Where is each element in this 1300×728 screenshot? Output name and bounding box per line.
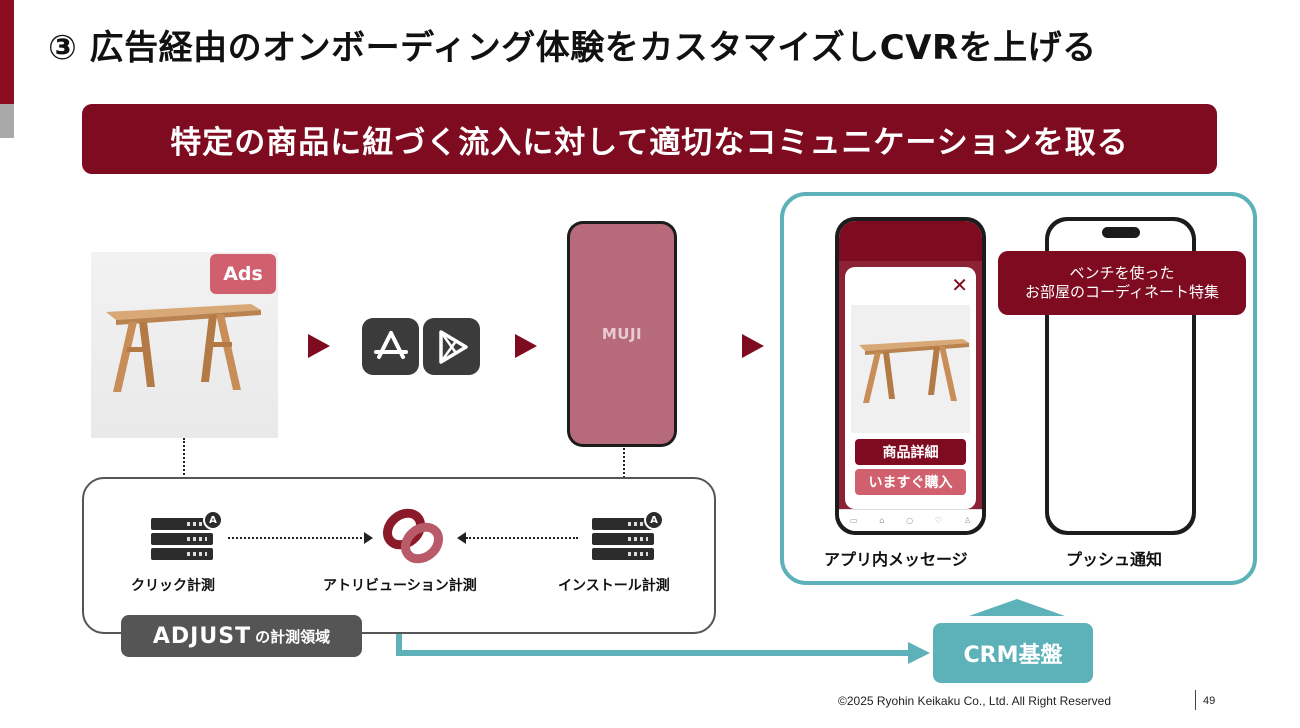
flow-arrow-2 [515,334,537,358]
crm-base-box: CRM基盤 [933,623,1093,683]
app-store-icon [362,318,419,375]
adjust-badge-icon: A [203,510,223,530]
teal-arrow-head [908,642,930,664]
teal-connector-horizontal [396,650,910,656]
bench-illustration [106,304,261,392]
adjust-area-tag: ADJUST の計測領域 [121,615,362,657]
accent-bar [0,0,14,104]
crm-up-arrow [969,599,1065,616]
install-measure-label: インストール計測 [558,578,670,594]
in-app-modal: ✕ 商品詳細 いますぐ購入 [845,267,976,509]
favorite-tab-icon[interactable]: ♡ [934,516,943,525]
google-play-icon [423,318,480,375]
push-line-1: ベンチを使った [1069,263,1175,282]
modal-product-image [851,305,970,433]
install-server-icon: A [592,510,664,562]
search-tab-icon[interactable]: ○ [906,516,914,525]
product-ad-image: Ads [91,252,278,438]
close-icon[interactable]: ✕ [951,273,968,297]
click-measure-label: クリック計測 [131,578,215,594]
dotted-connector-install [623,448,625,502]
dotted-arrow-right [364,532,373,544]
accent-bar-gray [0,104,14,138]
adjust-logo: ADJUST [152,623,252,649]
flow-arrow-1 [308,334,330,358]
dotted-arrow-left [457,532,466,544]
muji-logo: MUJI [601,325,643,343]
flow-arrow-3 [742,334,764,358]
app-tab-bar: ▭ ⌂ ○ ♡ ♙ [839,509,982,531]
copyright: ©2025 Ryohin Keikaku Co., Ltd. All Right… [838,694,1111,708]
push-notification-banner[interactable]: ベンチを使った お部屋のコーディネート特集 [998,251,1246,315]
dotted-connector-right [466,537,578,539]
adjust-badge-icon: A [644,510,664,530]
store-tab-icon[interactable]: ⌂ [879,516,885,525]
footer-separator [1195,690,1196,710]
push-caption: プッシュ通知 [1066,550,1163,569]
account-tab-icon[interactable]: ♙ [963,516,972,525]
in-app-caption: アプリ内メッセージ [824,550,968,569]
dotted-connector-click [183,438,185,502]
home-tab-icon[interactable]: ▭ [849,516,858,525]
product-detail-button[interactable]: 商品詳細 [855,439,966,465]
ads-badge: Ads [210,254,276,294]
slide-title: ③ 広告経由のオンボーディング体験をカスタマイズしCVRを上げる [48,28,1097,68]
page-number: 49 [1203,695,1216,707]
attribution-measure-label: アトリビューション計測 [323,578,477,594]
attribution-link-icon [382,507,444,569]
teal-connector-vertical [396,634,402,656]
adjust-area-label: の計測領域 [255,627,331,646]
app-header [839,221,982,261]
phone-app-launch: MUJI [567,221,677,447]
dynamic-island [1101,227,1140,238]
push-line-2: お部屋のコーディネート特集 [1025,283,1219,301]
click-server-icon: A [151,510,223,562]
slide-banner: 特定の商品に紐づく流入に対して適切なコミュニケーションを取る [82,104,1217,174]
phone-in-app-message: ✕ 商品詳細 いますぐ購入 ▭ ⌂ ○ ♡ ♙ [835,217,986,535]
dotted-connector-left [228,537,366,539]
buy-now-button[interactable]: いますぐ購入 [855,469,966,495]
